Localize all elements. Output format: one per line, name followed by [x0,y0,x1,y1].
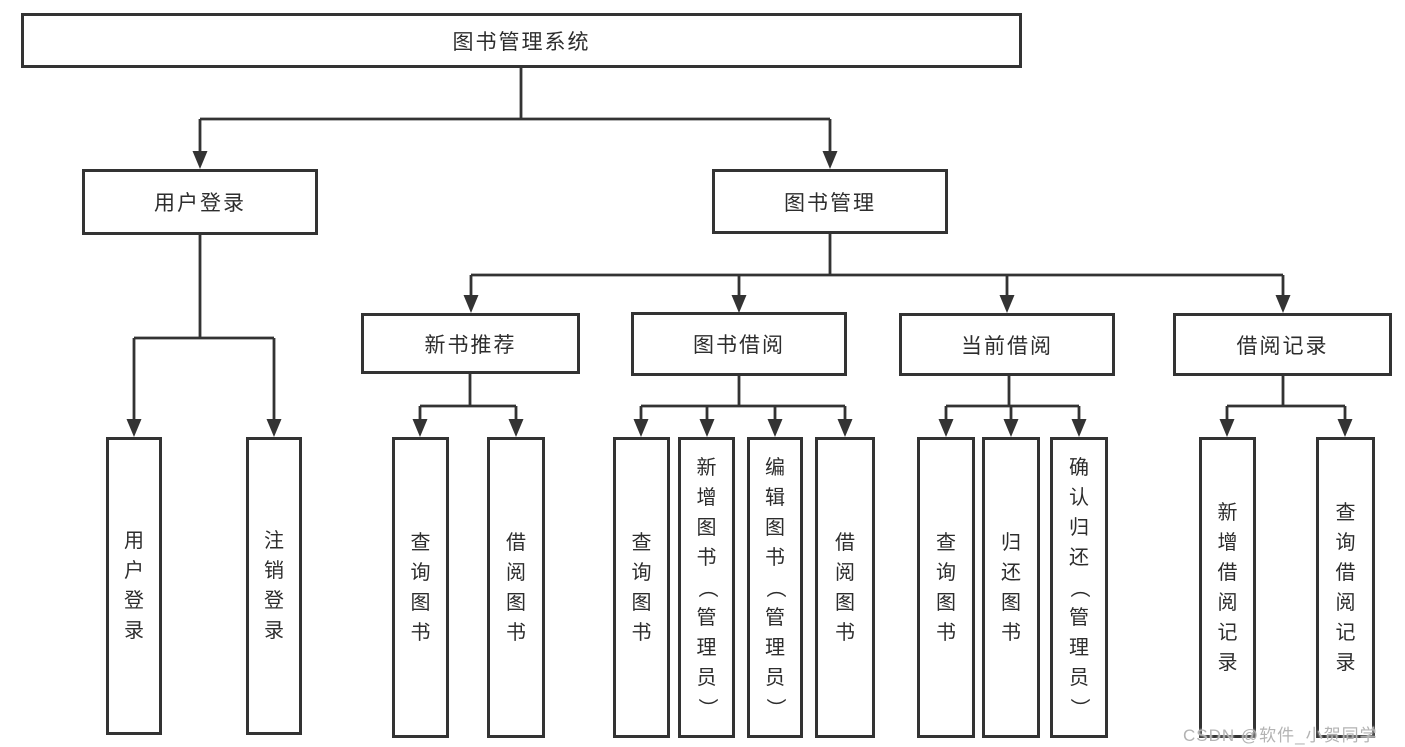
leaf-current-query-books: 查询图书 [917,437,975,738]
leaf-borrowing-edit-books-admin: 编辑图书（管理员） [747,437,803,738]
leaf-borrowing-borrow-books: 借阅图书 [815,437,875,738]
leaf-records-add-borrow-record: 新增借阅记录 [1199,437,1256,738]
node-new-book-recommend: 新书推荐 [361,313,580,374]
node-user-login: 用户登录 [82,169,318,235]
leaf-logout-login: 注销登录 [246,437,302,735]
leaf-records-query-borrow-record: 查询借阅记录 [1316,437,1375,738]
node-book-borrowing: 图书借阅 [631,312,847,376]
leaf-borrowing-add-books-admin: 新增图书（管理员） [678,437,735,738]
leaf-current-confirm-return-admin: 确认归还（管理员） [1050,437,1108,738]
node-book-management: 图书管理 [712,169,948,234]
leaf-newbook-query-books: 查询图书 [392,437,449,738]
node-current-borrowing: 当前借阅 [899,313,1115,376]
leaf-current-return-books: 归还图书 [982,437,1040,738]
leaf-user-login: 用户登录 [106,437,162,735]
node-library-management-system: 图书管理系统 [21,13,1022,68]
csdn-watermark: CSDN @软件_小贺同学 [1183,726,1378,745]
leaf-newbook-borrow-books: 借阅图书 [487,437,545,738]
leaf-borrowing-query-books: 查询图书 [613,437,670,738]
node-borrow-records: 借阅记录 [1173,313,1392,376]
arrowheads [126,151,1353,437]
